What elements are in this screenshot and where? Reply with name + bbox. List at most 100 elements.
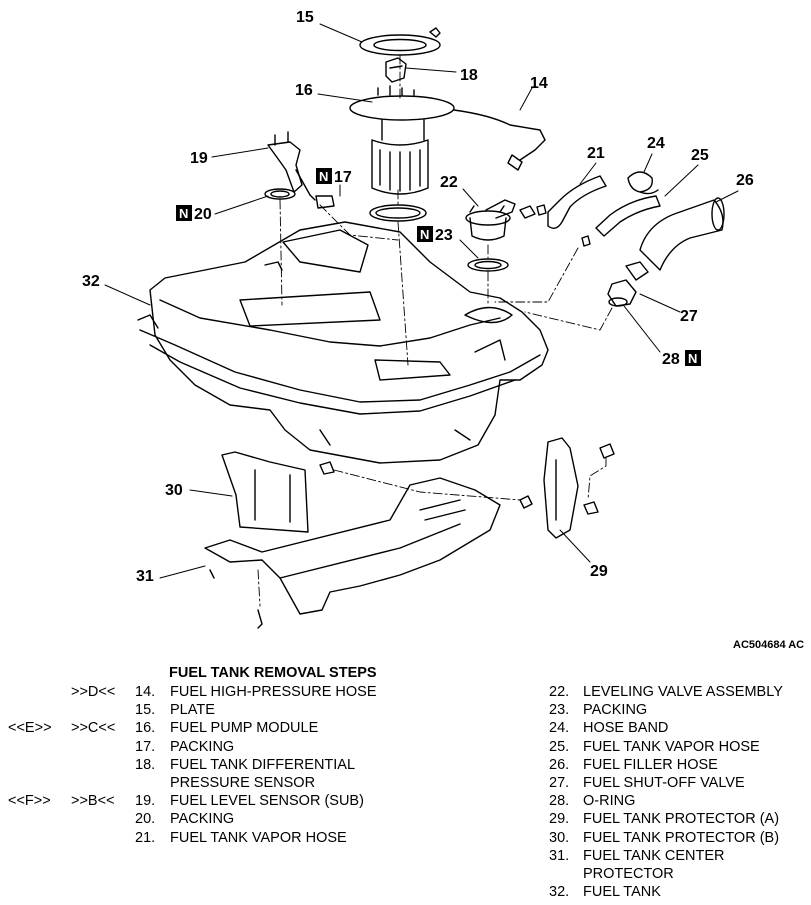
fuel-tank-vapor-hose-21 <box>547 175 607 229</box>
fuel-tank <box>137 221 549 464</box>
step-text: PACKING <box>170 811 235 828</box>
leveling-valve-assembly <box>465 199 547 241</box>
step-number: 29. <box>549 811 570 828</box>
callout-32: 32 <box>82 273 100 290</box>
step-ref-removal: <<F>> <box>8 793 51 810</box>
step-number: 18. <box>135 756 156 773</box>
fuel-tank-protector-a <box>543 437 615 539</box>
step-text: LEVELING VALVE ASSEMBLY <box>583 684 783 700</box>
step-text: FUEL PUMP MODULE <box>170 720 319 737</box>
step-row: PRESSURE SENSOR <box>8 774 388 792</box>
step-row: <<E>> >>C<< 16. FUEL PUMP MODULE <box>8 719 388 737</box>
step-row: 31. FUEL TANK CENTER <box>549 847 809 865</box>
step-row: 25. FUEL TANK VAPOR HOSE <box>549 738 809 756</box>
callout-19: 19 <box>190 150 208 167</box>
step-number: 28. <box>549 793 570 810</box>
packing-23 <box>467 258 509 272</box>
step-row: 20. PACKING <box>8 810 388 828</box>
callout-14: 14 <box>530 75 548 92</box>
step-text: FUEL TANK PROTECTOR (B) <box>583 829 780 846</box>
callout-23: 23 <box>435 227 453 244</box>
step-text: HOSE BAND <box>583 720 669 737</box>
callout-30: 30 <box>165 482 183 499</box>
step-row: 22. LEVELING VALVE ASSEMBLY <box>549 683 809 701</box>
step-number: 27. <box>549 774 570 791</box>
step-ref-installation: >>D<< <box>71 684 116 700</box>
step-text: FUEL TANK DIFFERENTIAL <box>170 756 356 773</box>
step-row: <<F>>>>B<<19.FUEL LEVEL SENSOR (SUB) <box>8 792 388 810</box>
callout-18: 18 <box>460 67 478 84</box>
hose-band <box>627 171 659 195</box>
step-row: 29. FUEL TANK PROTECTOR (A) <box>549 810 809 828</box>
step-row: 17.PACKING <box>8 738 388 756</box>
step-row: 18. FUEL TANK DIFFERENTIAL <box>8 756 388 774</box>
callout-31: 31 <box>136 568 154 585</box>
step-number: 32. <box>549 884 570 901</box>
step-text: FUEL TANK <box>583 884 661 901</box>
callout-labels: 15 18 16 14 19 17 20 22 23 21 24 25 26 3… <box>82 9 804 651</box>
step-number: 19. <box>135 793 156 810</box>
callout-17: 17 <box>334 169 352 186</box>
svg-text:N: N <box>319 169 328 184</box>
step-number: 22. <box>549 684 570 700</box>
step-number: 17. <box>135 738 156 755</box>
step-number: 25. <box>549 738 570 755</box>
exploded-view-diagram: 15 18 16 14 19 17 20 22 23 21 24 25 26 3… <box>82 9 804 651</box>
step-row: 32. FUEL TANK <box>549 883 809 901</box>
step-row: PROTECTOR <box>549 865 809 883</box>
step-ref-removal: <<E>> <box>8 720 52 737</box>
step-row: 30.FUEL TANK PROTECTOR (B) <box>549 829 809 847</box>
step-row: 24. HOSE BAND <box>549 719 809 737</box>
svg-text:N: N <box>179 206 188 221</box>
step-text: PROTECTOR <box>583 865 674 882</box>
callout-28: 28 <box>662 351 680 368</box>
n-badge-23: N <box>417 226 433 242</box>
packing-20 <box>264 188 296 200</box>
svg-text:N: N <box>420 227 429 242</box>
step-row: 23.PACKING <box>549 701 809 719</box>
step-number: 24. <box>549 720 570 737</box>
leader-lines <box>104 23 739 579</box>
step-text: FUEL TANK VAPOR HOSE <box>583 738 760 755</box>
fuel-tank-protector-b <box>221 451 335 533</box>
step-number: 21. <box>135 829 156 846</box>
removal-steps-title: FUEL TANK REMOVAL STEPS <box>169 665 377 681</box>
step-number: 14. <box>135 684 156 700</box>
n-badge-17: N <box>316 168 332 184</box>
step-text: FUEL SHUT-OFF VALVE <box>583 774 745 791</box>
step-row: >>D<<14.FUEL HIGH-PRESSURE HOSE <box>8 683 388 701</box>
step-text: PACKING <box>583 702 648 719</box>
callout-29: 29 <box>590 563 608 580</box>
n-badge-28: N <box>685 350 701 366</box>
step-text: FUEL LEVEL SENSOR (SUB) <box>170 793 364 810</box>
step-number: 31. <box>549 847 570 864</box>
callout-26: 26 <box>736 172 754 189</box>
step-row: 28. O-RING <box>549 792 809 810</box>
callout-15: 15 <box>296 9 314 26</box>
step-text: O-RING <box>583 793 636 810</box>
step-number: 20. <box>135 811 156 828</box>
step-number: 16. <box>135 720 156 737</box>
callout-27: 27 <box>680 308 698 325</box>
step-text: FUEL TANK CENTER <box>583 847 725 864</box>
fuel-tank-vapor-hose-25 <box>581 195 661 247</box>
step-text: FUEL TANK PROTECTOR (A) <box>583 811 780 828</box>
callout-16: 16 <box>295 82 313 99</box>
alignment-lines <box>257 54 613 607</box>
packing-17 <box>369 204 427 222</box>
svg-text:N: N <box>688 351 697 366</box>
callout-22: 22 <box>440 174 458 191</box>
step-ref-installation: >>C<< <box>71 720 116 737</box>
callout-21: 21 <box>587 145 605 162</box>
step-row: 15.PLATE <box>8 701 388 719</box>
callout-25: 25 <box>691 147 709 164</box>
fuel-pump-module <box>349 85 546 195</box>
step-text: FUEL FILLER HOSE <box>583 756 718 773</box>
fuel-shut-off-valve <box>607 261 649 307</box>
plate <box>359 27 441 56</box>
step-number: 15. <box>135 702 156 719</box>
callout-20: 20 <box>194 206 212 223</box>
fuel-filler-hose <box>639 197 725 271</box>
